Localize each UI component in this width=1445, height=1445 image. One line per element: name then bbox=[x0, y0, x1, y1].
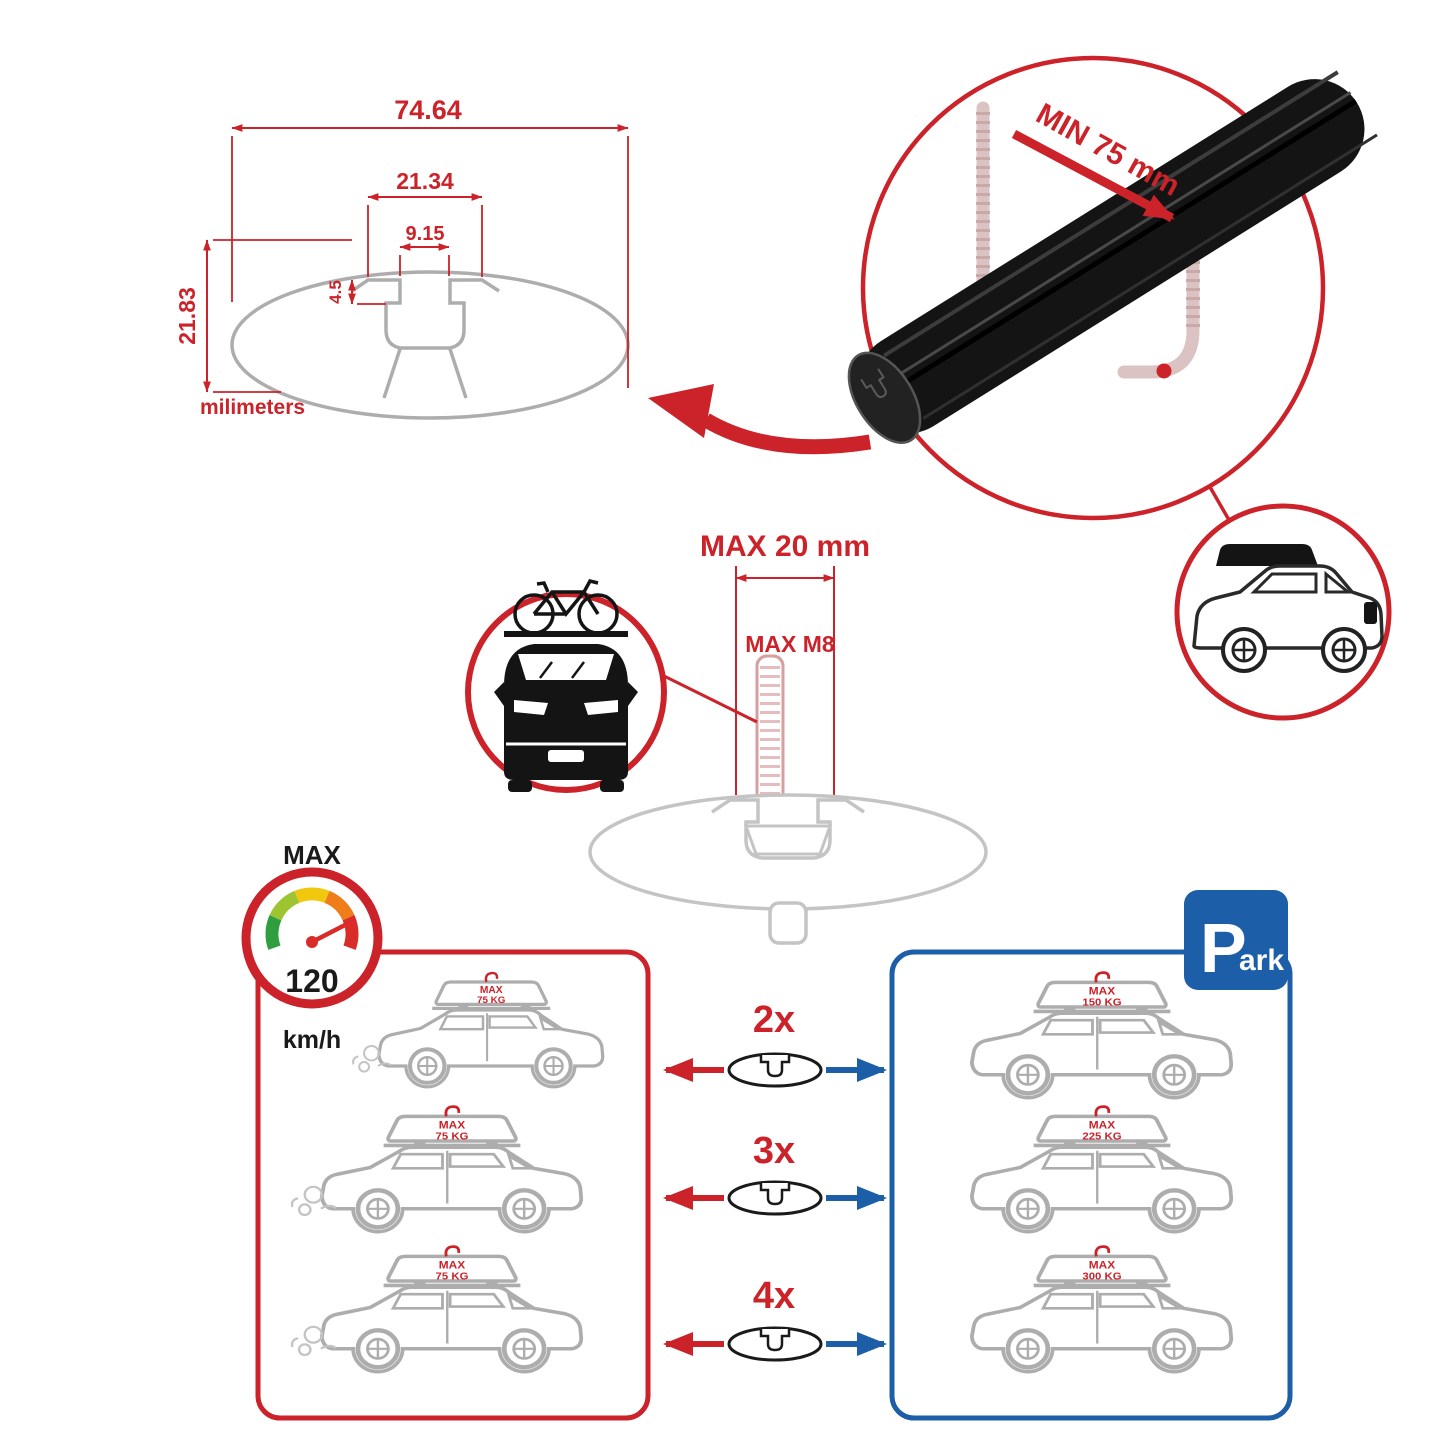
roofbox-label-line2: 300 KG bbox=[1082, 1271, 1121, 1283]
crossbar-mini-icon bbox=[727, 1180, 823, 1216]
driving-car-2: MAX 75 KG bbox=[290, 1107, 581, 1232]
roofbox-label-line1: MAX bbox=[480, 985, 503, 996]
parked-car-2: MAX 225 KG bbox=[972, 1107, 1231, 1232]
speed-limit-badge: MAX 120 km/h bbox=[241, 840, 383, 1054]
crossbar-mini-icon bbox=[727, 1326, 823, 1362]
parking-sign: P ark bbox=[1184, 890, 1288, 990]
roofbox-label-line2: 150 KG bbox=[1082, 997, 1121, 1009]
qty-label: 2x bbox=[753, 999, 795, 1041]
suv-roofbox-circle bbox=[1174, 503, 1392, 721]
qty-label: 3x bbox=[753, 1130, 795, 1172]
dimension-lines bbox=[203, 124, 629, 393]
dim-lip-depth: 4.5 bbox=[326, 280, 345, 304]
clamp-point-dot bbox=[1156, 363, 1172, 379]
bolt-detail-diagram: MAX 20 mm MAX M8 bbox=[588, 530, 988, 945]
u-bolt-clamp bbox=[976, 101, 1200, 379]
gauge-needle bbox=[309, 922, 348, 945]
dim-channel-width: 21.34 bbox=[396, 168, 454, 194]
speed-max-label: MAX bbox=[283, 840, 341, 870]
bike-car-circle bbox=[465, 578, 667, 793]
dimension-extension-lines bbox=[213, 136, 629, 393]
roofbox-label-line1: MAX bbox=[439, 1260, 466, 1272]
driving-car-3: MAX 75 KG bbox=[290, 1247, 581, 1372]
max-thread-label: MAX M8 bbox=[745, 631, 835, 657]
zoom-callout-arrow bbox=[648, 384, 872, 455]
roofbox-label-line2: 225 KG bbox=[1082, 1131, 1121, 1143]
multiplier-row-2: 3x bbox=[663, 1130, 887, 1216]
driving-car-1: MAX 75 KG bbox=[352, 973, 603, 1087]
gauge-needle-pivot bbox=[306, 936, 318, 948]
car-front-icon bbox=[494, 644, 638, 792]
roofbox-label-line1: MAX bbox=[439, 1120, 466, 1132]
max-width-label: MAX 20 mm bbox=[700, 530, 870, 563]
cross-section-diagram: 74.64 21.34 9.15 4.5 21.83 milimeters bbox=[174, 95, 630, 420]
channel-with-bolt-head bbox=[588, 793, 988, 945]
crossbar-mini-icon bbox=[727, 1052, 823, 1088]
qty-label: 4x bbox=[753, 1275, 795, 1317]
parked-car-3: MAX 300 KG bbox=[972, 1247, 1231, 1372]
roofbox-label-line1: MAX bbox=[1089, 1120, 1116, 1132]
suv-roofbox-icon bbox=[1192, 544, 1384, 673]
crossbar-3d bbox=[847, 70, 1378, 444]
multiplier-row-3: 4x bbox=[663, 1275, 887, 1362]
dim-height: 21.83 bbox=[174, 287, 200, 345]
gauge-arc bbox=[265, 887, 359, 950]
roofbox-label-line2: 75 KG bbox=[477, 995, 505, 1006]
multiplier-row-1: 2x bbox=[663, 999, 887, 1088]
roofbox-label-line1: MAX bbox=[1089, 1260, 1116, 1272]
bolt-head bbox=[743, 824, 833, 856]
unit-label: milimeters bbox=[200, 396, 305, 419]
roofbox-label-line2: 75 KG bbox=[436, 1271, 469, 1283]
parking-letter: P bbox=[1200, 909, 1247, 987]
parked-car-1: MAX 150 KG bbox=[972, 973, 1231, 1098]
dim-slot-width: 9.15 bbox=[406, 223, 445, 245]
crossbar-channel-profile bbox=[351, 278, 500, 350]
roofbox-label-line1: MAX bbox=[1089, 986, 1116, 998]
crossbar-zoom-circle: MIN 75 mm bbox=[847, 55, 1378, 521]
circle-connector-line bbox=[1208, 486, 1231, 521]
bike-circle-connector bbox=[663, 674, 758, 724]
roofbox-label-line2: 75 KG bbox=[436, 1131, 469, 1143]
dim-total-width: 74.64 bbox=[394, 95, 462, 125]
speed-unit: km/h bbox=[283, 1026, 341, 1054]
speed-value: 120 bbox=[285, 963, 338, 999]
parking-suffix: ark bbox=[1239, 944, 1284, 977]
